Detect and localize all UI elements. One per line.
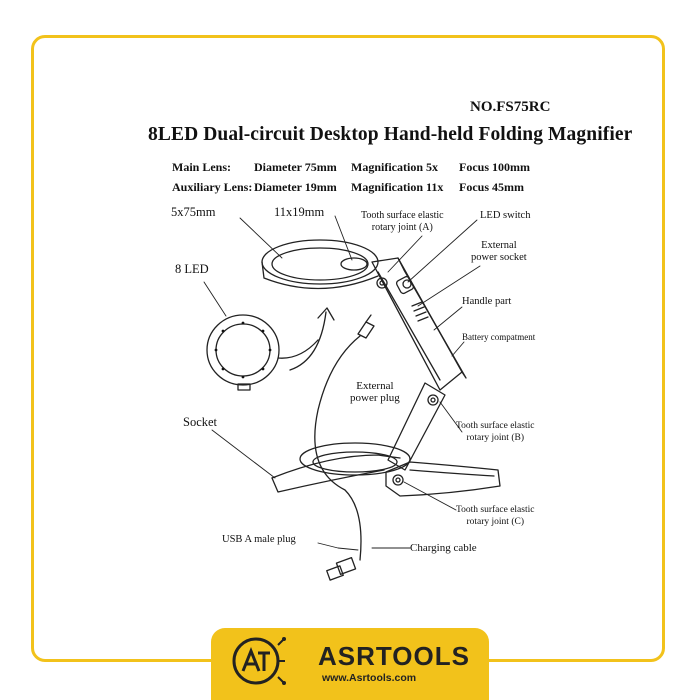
label-ext-socket-line2: power socket <box>471 252 527 263</box>
label-socket: Socket <box>183 415 218 429</box>
charging-cable <box>314 314 375 561</box>
brand-logo-icon <box>232 637 286 685</box>
led-ring-detail <box>206 314 319 391</box>
label-8-led: 8 LED <box>175 262 209 276</box>
spec-aux-diameter: Diameter 19mm <box>254 180 337 194</box>
label-joint-b-line1: Tooth surface elastic <box>456 421 535 431</box>
label-joint-a: Tooth surface elastic rotary joint (A) <box>361 210 444 234</box>
label-aux-lens: 11x19mm <box>274 205 325 219</box>
usb-plug-icon <box>326 556 357 581</box>
label-joint-b: Tooth surface elastic rotary joint (B) <box>456 420 534 444</box>
brand-name: ASRTOOLS <box>318 641 470 671</box>
spec-main-name: Main Lens: <box>172 160 232 174</box>
label-joint-a-line2: rotary joint (A) <box>371 222 433 233</box>
label-led-switch: LED switch <box>480 210 531 221</box>
spec-main-focus: Focus 100mm <box>459 160 530 174</box>
label-ext-plug-line2: power plug <box>350 392 400 404</box>
label-ext-plug-line1: External <box>356 380 394 392</box>
stand-arm <box>387 382 446 486</box>
label-joint-c-line1: Tooth surface elastic <box>456 505 535 515</box>
label-ext-socket-line1: External <box>481 240 517 251</box>
spec-main-diameter: Diameter 75mm <box>254 160 337 174</box>
label-joint-b-line2: rotary joint (B) <box>466 433 524 443</box>
label-joint-c-line2: rotary joint (C) <box>466 517 524 527</box>
label-usb-plug: USB A male plug <box>222 534 296 545</box>
handle-part <box>371 257 467 391</box>
spec-aux-name: Auxiliary Lens: <box>172 180 253 194</box>
label-charging-cable: Charging cable <box>410 542 477 554</box>
led-switch-icon <box>402 279 412 289</box>
label-ext-socket: External power socket <box>471 240 527 264</box>
socket-base <box>271 442 411 493</box>
label-main-lens: 5x75mm <box>171 205 216 219</box>
label-battery: Battery compatment <box>462 332 536 342</box>
spec-aux-focus: Focus 45mm <box>459 180 524 194</box>
spec-main-magnification: Magnification 5x <box>351 160 438 174</box>
main-lens <box>261 239 379 290</box>
model-number: NO.FS75RC <box>470 99 551 115</box>
zoom-arrow-icon <box>289 307 335 371</box>
page-title: 8LED Dual-circuit Desktop Hand-held Fold… <box>148 124 633 145</box>
base-tray <box>385 461 501 497</box>
label-joint-c: Tooth surface elastic rotary joint (C) <box>456 504 534 528</box>
brand-url[interactable]: www.Asrtools.com <box>322 672 417 684</box>
label-handle-part: Handle part <box>462 296 512 307</box>
spec-aux-magnification: Magnification 11x <box>351 180 444 194</box>
label-ext-plug: External power plug <box>350 380 400 404</box>
leader-lines <box>203 215 481 551</box>
content-frame <box>31 35 665 662</box>
label-joint-a-line1: Tooth surface elastic <box>361 210 444 221</box>
